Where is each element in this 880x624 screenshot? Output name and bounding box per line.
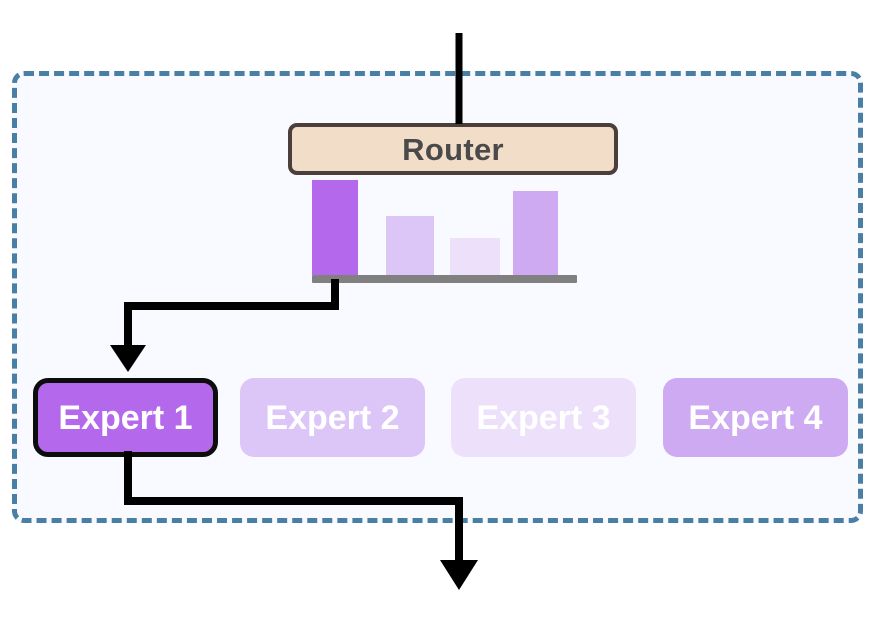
expert-node-1[interactable]: Expert 1 bbox=[33, 378, 218, 457]
expert-1-output-arrowhead bbox=[440, 560, 478, 590]
gate-bar-1 bbox=[312, 180, 358, 275]
expert-node-2[interactable]: Expert 2 bbox=[240, 378, 425, 457]
router-label: Router bbox=[402, 131, 504, 167]
gate-bar-3 bbox=[450, 238, 500, 275]
expert-node-2-label: Expert 2 bbox=[265, 398, 400, 437]
expert-node-3[interactable]: Expert 3 bbox=[451, 378, 636, 457]
expert-node-3-label: Expert 3 bbox=[476, 398, 611, 437]
expert-node-4-label: Expert 4 bbox=[688, 398, 823, 437]
gate-chart-baseline bbox=[312, 275, 577, 283]
gate-bar-2 bbox=[386, 216, 434, 275]
expert-node-1-label: Expert 1 bbox=[58, 398, 193, 437]
gate-bar-4 bbox=[513, 191, 558, 275]
expert-node-4[interactable]: Expert 4 bbox=[663, 378, 848, 457]
router-node[interactable]: Router bbox=[288, 123, 618, 175]
gate-weight-chart bbox=[300, 180, 590, 290]
